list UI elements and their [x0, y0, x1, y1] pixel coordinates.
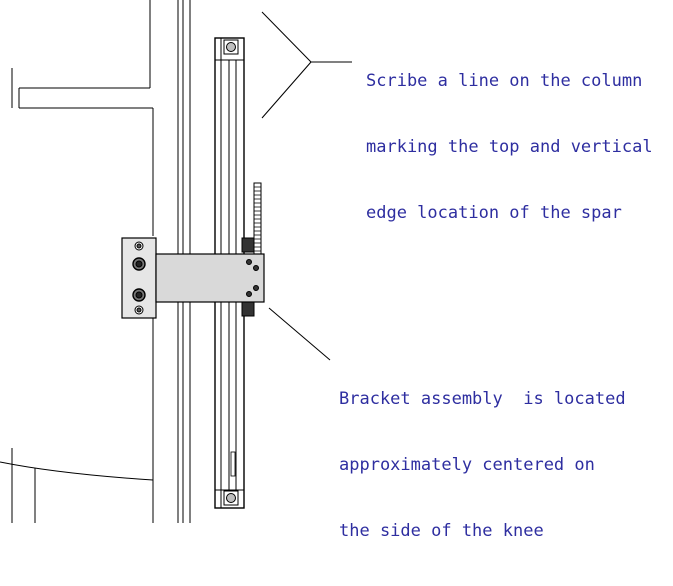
- callout-bracket-text-2: approximately centered on: [339, 455, 595, 475]
- machine-knee: [0, 317, 154, 523]
- bracket-assembly: [121, 237, 265, 319]
- callout-scribe-line-text-2: marking the top and vertical: [366, 137, 653, 157]
- callout-bracket: Bracket assembly is located approximatel…: [339, 344, 626, 586]
- machine-line-drawing: [0, 0, 352, 523]
- leader-lines: [261, 11, 352, 361]
- callout-bracket-text-3: the side of the knee: [339, 521, 544, 541]
- callout-scribe-line: Scribe a line on the column marking the …: [366, 26, 653, 268]
- callout-bracket-text-1: Bracket assembly is located: [339, 389, 626, 409]
- machine-upper-body: [11, 0, 154, 236]
- callout-scribe-line-text-3: edge location of the spar: [366, 203, 622, 223]
- drawing-canvas: Scribe a line on the column marking the …: [0, 0, 653, 541]
- callout-scribe-line-text-1: Scribe a line on the column: [366, 71, 643, 91]
